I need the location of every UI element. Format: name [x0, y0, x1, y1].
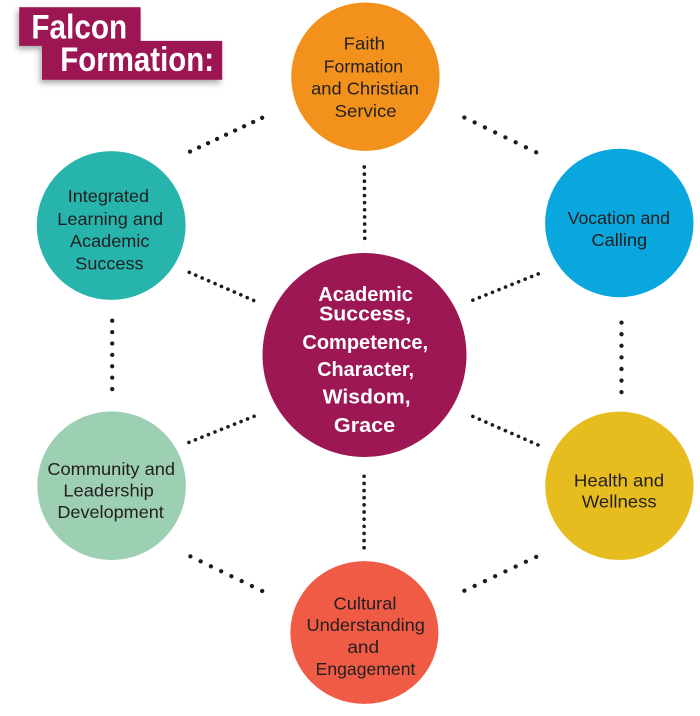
svg-text:Integrated: Integrated — [68, 186, 149, 206]
svg-text:Academic: Academic — [318, 284, 413, 306]
svg-text:Leadership: Leadership — [63, 481, 154, 501]
svg-text:Community and: Community and — [47, 459, 175, 479]
svg-text:and: and — [347, 637, 379, 657]
svg-text:Success: Success — [75, 254, 143, 274]
svg-text:Health and: Health and — [574, 471, 664, 490]
svg-text:Calling: Calling — [591, 231, 647, 251]
svg-text:Vocation and: Vocation and — [568, 208, 670, 228]
svg-text:and Christian: and Christian — [311, 79, 419, 99]
svg-text:Formation: Formation — [324, 56, 403, 76]
svg-text:Faith: Faith — [344, 34, 385, 53]
svg-text:Success,: Success, — [319, 303, 411, 325]
svg-text:Cultural: Cultural — [334, 594, 397, 614]
svg-text:Engagement: Engagement — [316, 659, 416, 679]
svg-text:Academic: Academic — [70, 231, 150, 251]
svg-text:Development: Development — [57, 502, 163, 522]
svg-text:Falcon: Falcon — [31, 8, 127, 46]
svg-text:Service: Service — [335, 101, 397, 120]
svg-text:Grace: Grace — [334, 415, 395, 437]
svg-text:Formation:: Formation: — [60, 40, 214, 78]
svg-text:Understanding: Understanding — [306, 615, 424, 635]
svg-text:Competence,: Competence, — [302, 332, 428, 354]
svg-text:Wisdom,: Wisdom, — [323, 386, 411, 408]
svg-text:Character,: Character, — [317, 359, 414, 381]
svg-text:Learning and: Learning and — [57, 209, 163, 229]
svg-text:Wellness: Wellness — [582, 492, 657, 511]
